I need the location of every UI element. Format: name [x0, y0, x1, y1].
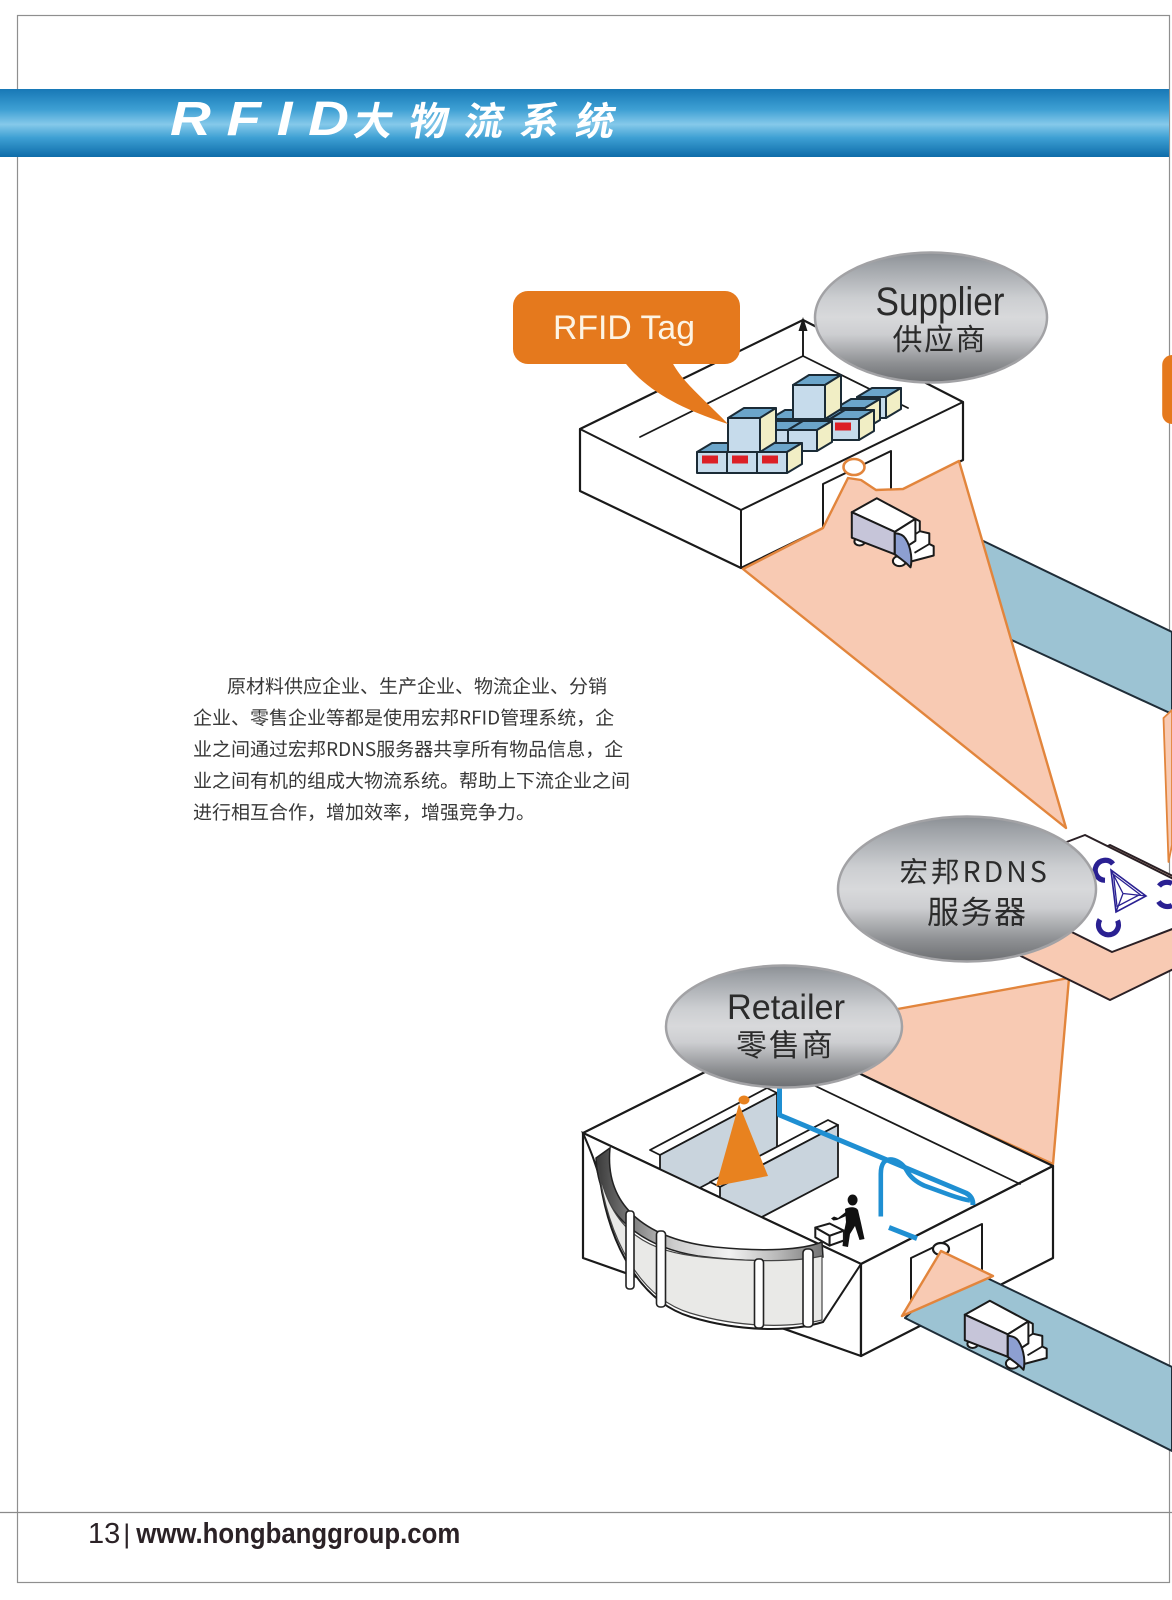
- svg-text:Supplier: Supplier: [876, 280, 1005, 324]
- svg-text:RFID Tag: RFID Tag: [553, 309, 695, 347]
- svg-text:13|www.hongbanggroup.com: 13|www.hongbanggroup.com: [88, 1518, 460, 1550]
- svg-text:R F I D: R F I D: [170, 93, 349, 146]
- svg-text:Retailer: Retailer: [727, 988, 845, 1027]
